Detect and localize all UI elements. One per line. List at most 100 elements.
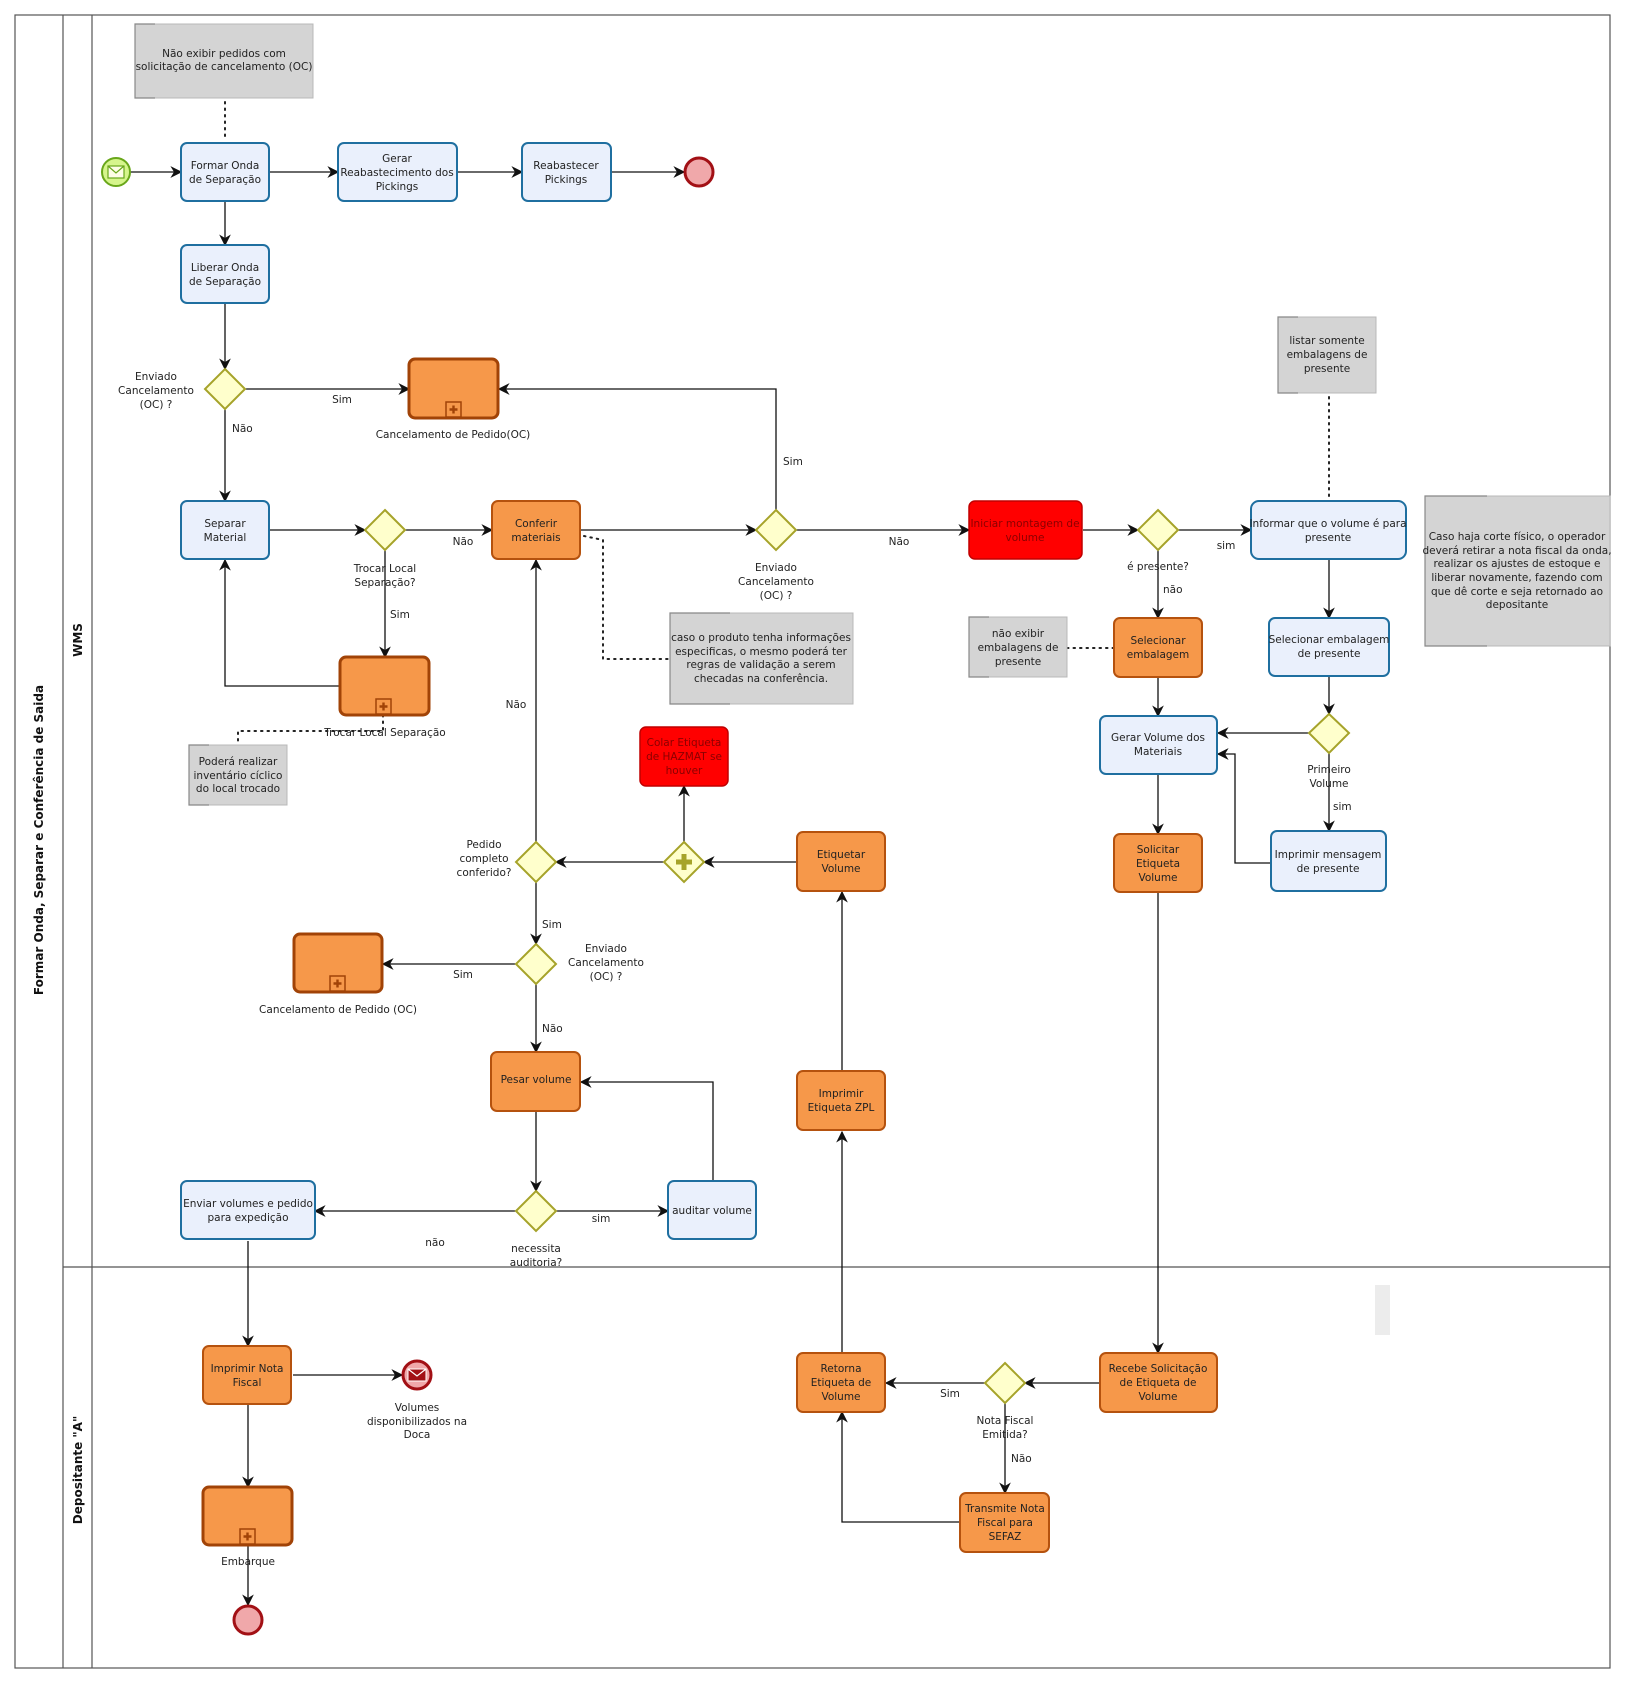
svg-text:sim: sim <box>592 1213 611 1225</box>
gateway-pedido-completo[interactable] <box>514 840 558 884</box>
task-iniciar-montagem[interactable]: Iniciar montagem de volume <box>968 500 1083 560</box>
note-produto-regras: caso o produto tenha informações especif… <box>669 612 854 705</box>
end-event-bottom[interactable] <box>232 1604 264 1636</box>
svg-text:Volume: Volume <box>1309 778 1348 790</box>
svg-text:Não exibir pedidos com: Não exibir pedidos com <box>162 48 286 60</box>
association <box>583 535 671 660</box>
svg-text:checadas na conferência.: checadas na conferência. <box>694 673 828 685</box>
gateway-paralelo[interactable] <box>662 840 706 884</box>
gateway-necessita-auditoria[interactable] <box>514 1189 558 1233</box>
gateway-enviado-cancelamento-3[interactable] <box>514 942 558 986</box>
svg-text:sim: sim <box>1217 540 1236 552</box>
task-imprimir-nota[interactable]: Imprimir Nota Fiscal <box>202 1345 292 1405</box>
note-nao-exibir-embalagens: não exibir embalagens de presente <box>968 616 1068 678</box>
gateway-e-presente[interactable] <box>1136 508 1180 552</box>
start-message-event[interactable] <box>101 157 131 187</box>
svg-text:embalagens de: embalagens de <box>1287 349 1368 361</box>
pool-border <box>14 14 1611 1669</box>
gateway-enviado-cancelamento-1[interactable] <box>203 367 247 411</box>
note-listar-embalagens: listar somente embalagens de presente <box>1277 316 1377 394</box>
task-transmite-nota[interactable]: Transmite Nota Fiscal para SEFAZ <box>959 1492 1050 1553</box>
svg-text:Cancelamento: Cancelamento <box>118 385 194 397</box>
svg-text:Volume: Volume <box>1138 872 1177 884</box>
task-retorna-etiqueta[interactable]: Retorna Etiqueta de Volume <box>796 1352 886 1413</box>
task-reabastecer-pickings[interactable]: Reabastecer Pickings <box>521 142 612 202</box>
svg-text:Gerar: Gerar <box>382 153 412 165</box>
task-enviar-volumes[interactable]: Enviar volumes e pedido para expedição <box>180 1180 316 1240</box>
svg-text:Liberar Onda: Liberar Onda <box>191 262 259 274</box>
svg-text:Etiquetar: Etiquetar <box>817 849 866 861</box>
task-formar-onda[interactable]: Formar Onda de Separação <box>180 142 270 202</box>
task-gerar-reabastecimento[interactable]: Gerar Reabastecimento dos Pickings <box>337 142 458 202</box>
subprocess-label: Cancelamento de Pedido (OC) <box>259 1004 417 1016</box>
task-conferir-materiais[interactable]: Conferir materiais <box>491 500 581 560</box>
plus-icon <box>676 854 692 870</box>
task-colar-hazmat[interactable]: Colar Etiqueta de HAZMAT se houver <box>639 726 729 787</box>
svg-text:Iniciar montagem de: Iniciar montagem de <box>970 518 1079 530</box>
task-informar-presente[interactable]: Informar que o volume é para presente <box>1249 500 1407 560</box>
svg-text:Gerar Volume dos: Gerar Volume dos <box>1111 732 1205 744</box>
svg-text:Cancelamento: Cancelamento <box>738 576 814 588</box>
svg-text:Etiqueta ZPL: Etiqueta ZPL <box>808 1102 875 1114</box>
svg-text:Volume: Volume <box>821 1391 860 1403</box>
subprocess-trocar-local[interactable] <box>338 655 431 717</box>
flow <box>1216 748 1271 864</box>
task-liberar-onda[interactable]: Liberar Onda de Separação <box>180 244 270 304</box>
pool-title: Formar Onda, Separar e Conferência de Sa… <box>32 685 46 995</box>
end-event-top[interactable] <box>683 156 715 188</box>
svg-text:Sim: Sim <box>783 456 803 468</box>
faint-placeholder <box>1375 1285 1390 1335</box>
svg-text:Sim: Sim <box>390 609 410 621</box>
svg-text:Doca: Doca <box>404 1429 431 1441</box>
svg-text:(OC) ?: (OC) ? <box>140 399 173 411</box>
gateway-enviado-cancelamento-2[interactable] <box>754 508 798 552</box>
task-selecionar-embalagem-presente[interactable]: Selecionar embalagem de presente <box>1268 617 1390 677</box>
svg-text:de Separação: de Separação <box>189 174 261 186</box>
task-separar-material[interactable]: Separar Material <box>180 500 270 560</box>
subprocess-cancelamento-1[interactable] <box>407 357 500 420</box>
associations <box>224 101 1330 745</box>
task-solicitar-etiqueta[interactable]: Solicitar Etiqueta Volume <box>1113 833 1203 893</box>
svg-text:Imprimir mensagem: Imprimir mensagem <box>1275 849 1382 861</box>
svg-text:presente: presente <box>1304 363 1350 375</box>
svg-text:(OC) ?: (OC) ? <box>760 590 793 602</box>
svg-text:Separação?: Separação? <box>354 577 415 589</box>
task-etiquetar-volume[interactable]: Etiquetar Volume <box>796 831 886 892</box>
task-recebe-solicitacao[interactable]: Recebe Solicitação de Etiqueta de Volume <box>1099 1352 1218 1413</box>
svg-text:Não: Não <box>453 536 474 548</box>
svg-text:Fiscal para: Fiscal para <box>977 1517 1033 1529</box>
svg-text:de Separação: de Separação <box>189 276 261 288</box>
subprocess-cancelamento-2[interactable] <box>292 932 384 994</box>
svg-text:auditar volume: auditar volume <box>672 1205 752 1217</box>
svg-text:Selecionar: Selecionar <box>1130 635 1186 647</box>
svg-text:Pickings: Pickings <box>545 174 588 186</box>
task-auditar-volume[interactable]: auditar volume <box>667 1180 757 1240</box>
svg-text:Enviado: Enviado <box>135 371 177 383</box>
gateway-trocar-local[interactable] <box>363 508 407 552</box>
subprocess-embarque[interactable] <box>201 1485 294 1547</box>
svg-text:Pesar volume: Pesar volume <box>501 1074 572 1086</box>
svg-text:Sim: Sim <box>542 919 562 931</box>
svg-text:Colar Etiqueta: Colar Etiqueta <box>647 737 722 749</box>
task-pesar-volume[interactable]: Pesar volume <box>490 1051 581 1112</box>
message-end-event[interactable] <box>401 1359 433 1391</box>
svg-text:depositante: depositante <box>1486 599 1548 611</box>
svg-text:Etiqueta de: Etiqueta de <box>811 1377 871 1389</box>
task-gerar-volume[interactable]: Gerar Volume dos Materiais <box>1099 715 1218 775</box>
svg-text:listar somente: listar somente <box>1289 335 1364 347</box>
svg-text:Informar que o volume é para: Informar que o volume é para <box>1249 518 1406 530</box>
task-imprimir-zpl[interactable]: Imprimir Etiqueta ZPL <box>796 1070 886 1131</box>
svg-text:Volume: Volume <box>821 863 860 875</box>
svg-text:Sim: Sim <box>940 1388 960 1400</box>
svg-text:é presente?: é presente? <box>1127 561 1189 573</box>
svg-text:houver: houver <box>666 765 703 777</box>
gateway-primeiro-volume[interactable] <box>1307 712 1351 755</box>
task-selecionar-embalagem[interactable]: Selecionar embalagem <box>1113 617 1203 678</box>
svg-text:Caso haja corte físico, o oper: Caso haja corte físico, o operador <box>1429 531 1606 543</box>
gateway-nota-fiscal[interactable] <box>983 1361 1027 1405</box>
svg-text:sim: sim <box>1333 801 1352 813</box>
svg-text:Enviado: Enviado <box>585 943 627 955</box>
task-imprimir-mensagem[interactable]: Imprimir mensagem de presente <box>1270 830 1387 892</box>
svg-text:volume: volume <box>1006 532 1045 544</box>
